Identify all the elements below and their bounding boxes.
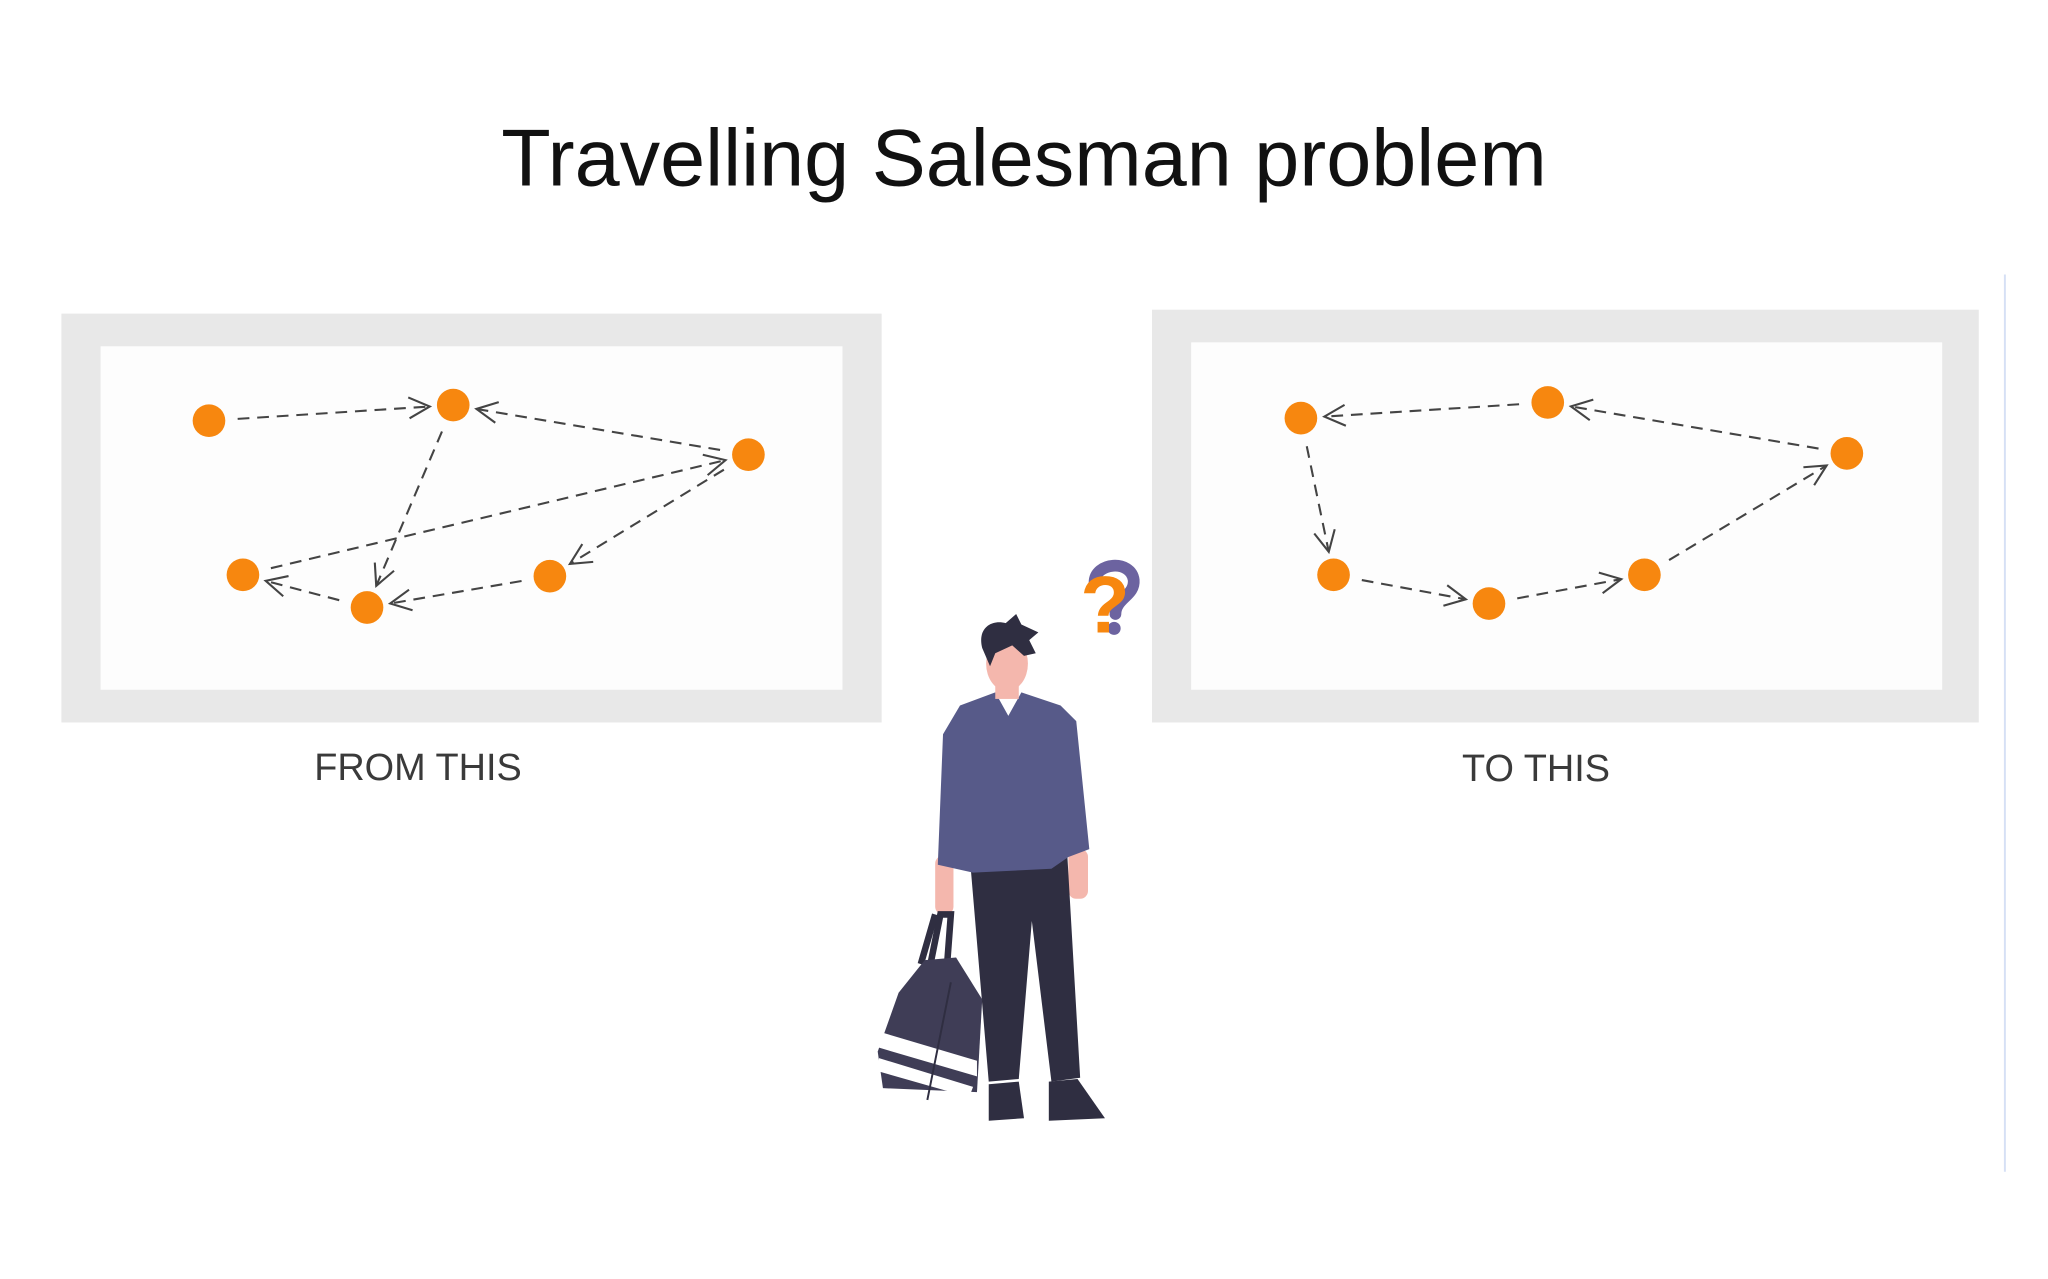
city-node xyxy=(1628,558,1661,592)
route-arrow xyxy=(1517,571,1624,600)
page-title: Travelling Salesman problem xyxy=(501,114,1547,204)
question-mark-shadow xyxy=(1088,559,1140,635)
city-node xyxy=(1284,401,1318,435)
route-arrow xyxy=(387,579,522,612)
city-node xyxy=(350,591,384,624)
city-node xyxy=(1830,437,1864,470)
panel-to: TO THIS xyxy=(1152,309,1979,790)
traveller-illustration xyxy=(877,614,1105,1121)
city-node xyxy=(192,404,226,438)
city-node xyxy=(226,558,260,592)
city-node xyxy=(1472,587,1506,620)
city-node xyxy=(1531,386,1565,419)
route-arrow xyxy=(1305,446,1336,555)
panel-from: FROM THIS xyxy=(61,313,882,789)
city-node xyxy=(436,388,470,422)
route-arrow xyxy=(567,468,725,566)
city-node xyxy=(1317,558,1350,592)
frame-inner xyxy=(1191,342,1943,690)
panel-label-to: TO THIS xyxy=(1462,748,1610,790)
route-arrow xyxy=(263,575,340,602)
city-node xyxy=(732,438,765,472)
route-arrow xyxy=(1568,398,1819,450)
question-mark-icon: ? xyxy=(1080,559,1140,650)
route-arrow xyxy=(1668,464,1829,561)
route-arrow xyxy=(237,396,433,420)
route-arrow xyxy=(1322,403,1520,427)
panel-label-from: FROM THIS xyxy=(314,747,522,789)
route-arrow xyxy=(373,431,443,589)
route-arrow xyxy=(1361,579,1469,607)
frame-inner xyxy=(100,346,843,690)
question-mark: ? xyxy=(1080,560,1129,650)
route-arrow xyxy=(474,401,721,451)
city-node xyxy=(533,559,567,593)
